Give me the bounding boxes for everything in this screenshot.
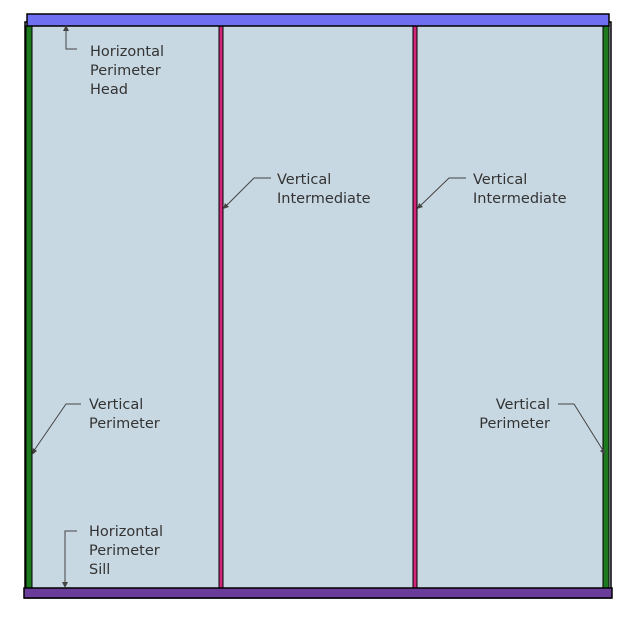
- label-vertical-intermediate-left: Vertical Intermediate: [277, 172, 371, 207]
- horizontal-perimeter-sill: [23, 587, 613, 599]
- leader-vint-left: [224, 177, 271, 208]
- arrow-vperim-right-icon: [600, 448, 605, 455]
- leader-vperim-right: [558, 403, 605, 453]
- vertical-intermediate-right: [412, 25, 418, 589]
- vertical-perimeter-left: [25, 25, 33, 589]
- vertical-intermediate-left: [218, 25, 224, 589]
- arrow-head-icon: [63, 25, 69, 31]
- arrow-vperim-left-icon: [32, 448, 37, 455]
- leader-vperim-left: [32, 403, 81, 453]
- label-horizontal-perimeter-sill: Horizontal Perimeter Sill: [89, 524, 164, 578]
- label-horizontal-perimeter-head: Horizontal Perimeter Head: [90, 44, 165, 98]
- label-vertical-intermediate-right: Vertical Intermediate: [473, 172, 567, 207]
- arrow-vint-right-icon: [417, 203, 423, 209]
- vertical-perimeter-right: [602, 25, 610, 589]
- leader-vint-right: [418, 177, 466, 208]
- label-vertical-perimeter-right: Vertical Perimeter: [479, 397, 550, 432]
- arrow-sill-icon: [62, 582, 68, 588]
- leader-head: [65, 27, 77, 50]
- label-vertical-perimeter-left: Vertical Perimeter: [89, 397, 160, 432]
- horizontal-perimeter-head: [26, 13, 610, 27]
- leader-sill: [64, 530, 77, 586]
- arrow-vint-left-icon: [223, 203, 229, 209]
- glass-panel-area: [24, 21, 612, 599]
